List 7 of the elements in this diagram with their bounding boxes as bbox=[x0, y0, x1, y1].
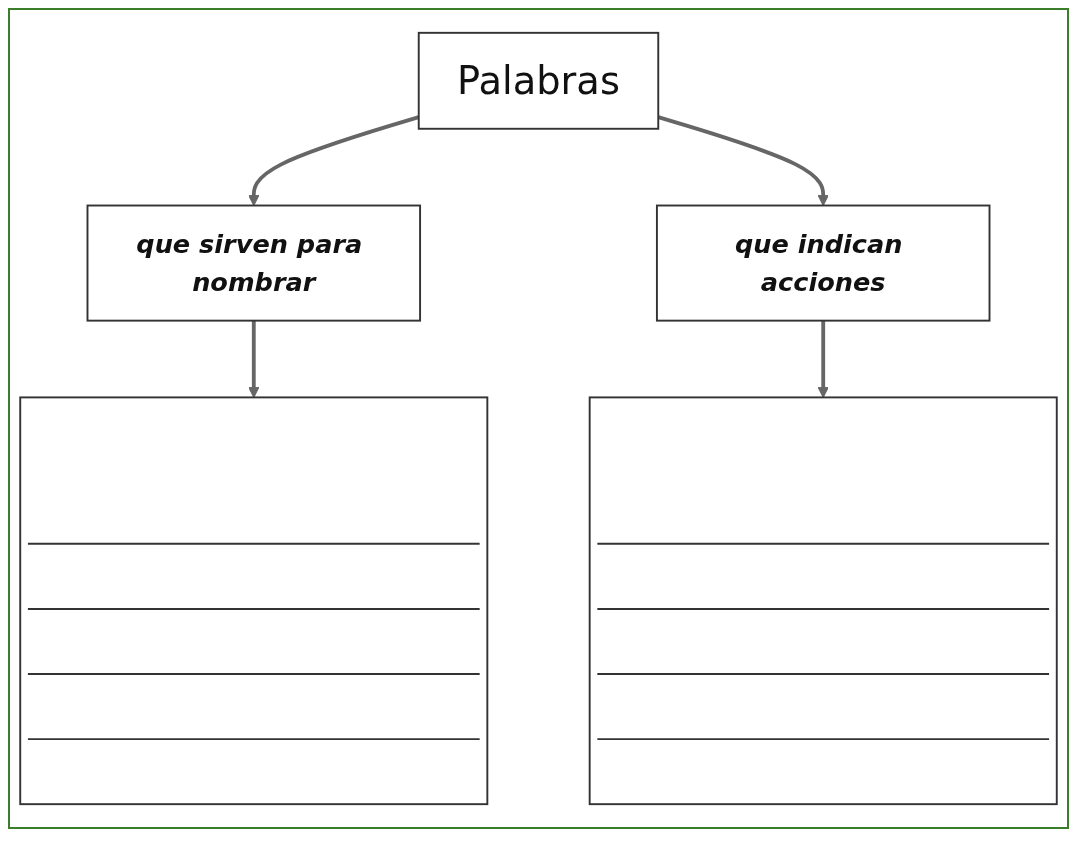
node-box: Palabras bbox=[417, 31, 660, 130]
node-box bbox=[19, 396, 489, 806]
node-box bbox=[588, 396, 1058, 806]
node-box: que sirven para nombrar bbox=[86, 204, 422, 322]
arrow bbox=[248, 320, 260, 398]
node-box: que indican acciones bbox=[655, 204, 991, 322]
arrow bbox=[817, 320, 829, 398]
